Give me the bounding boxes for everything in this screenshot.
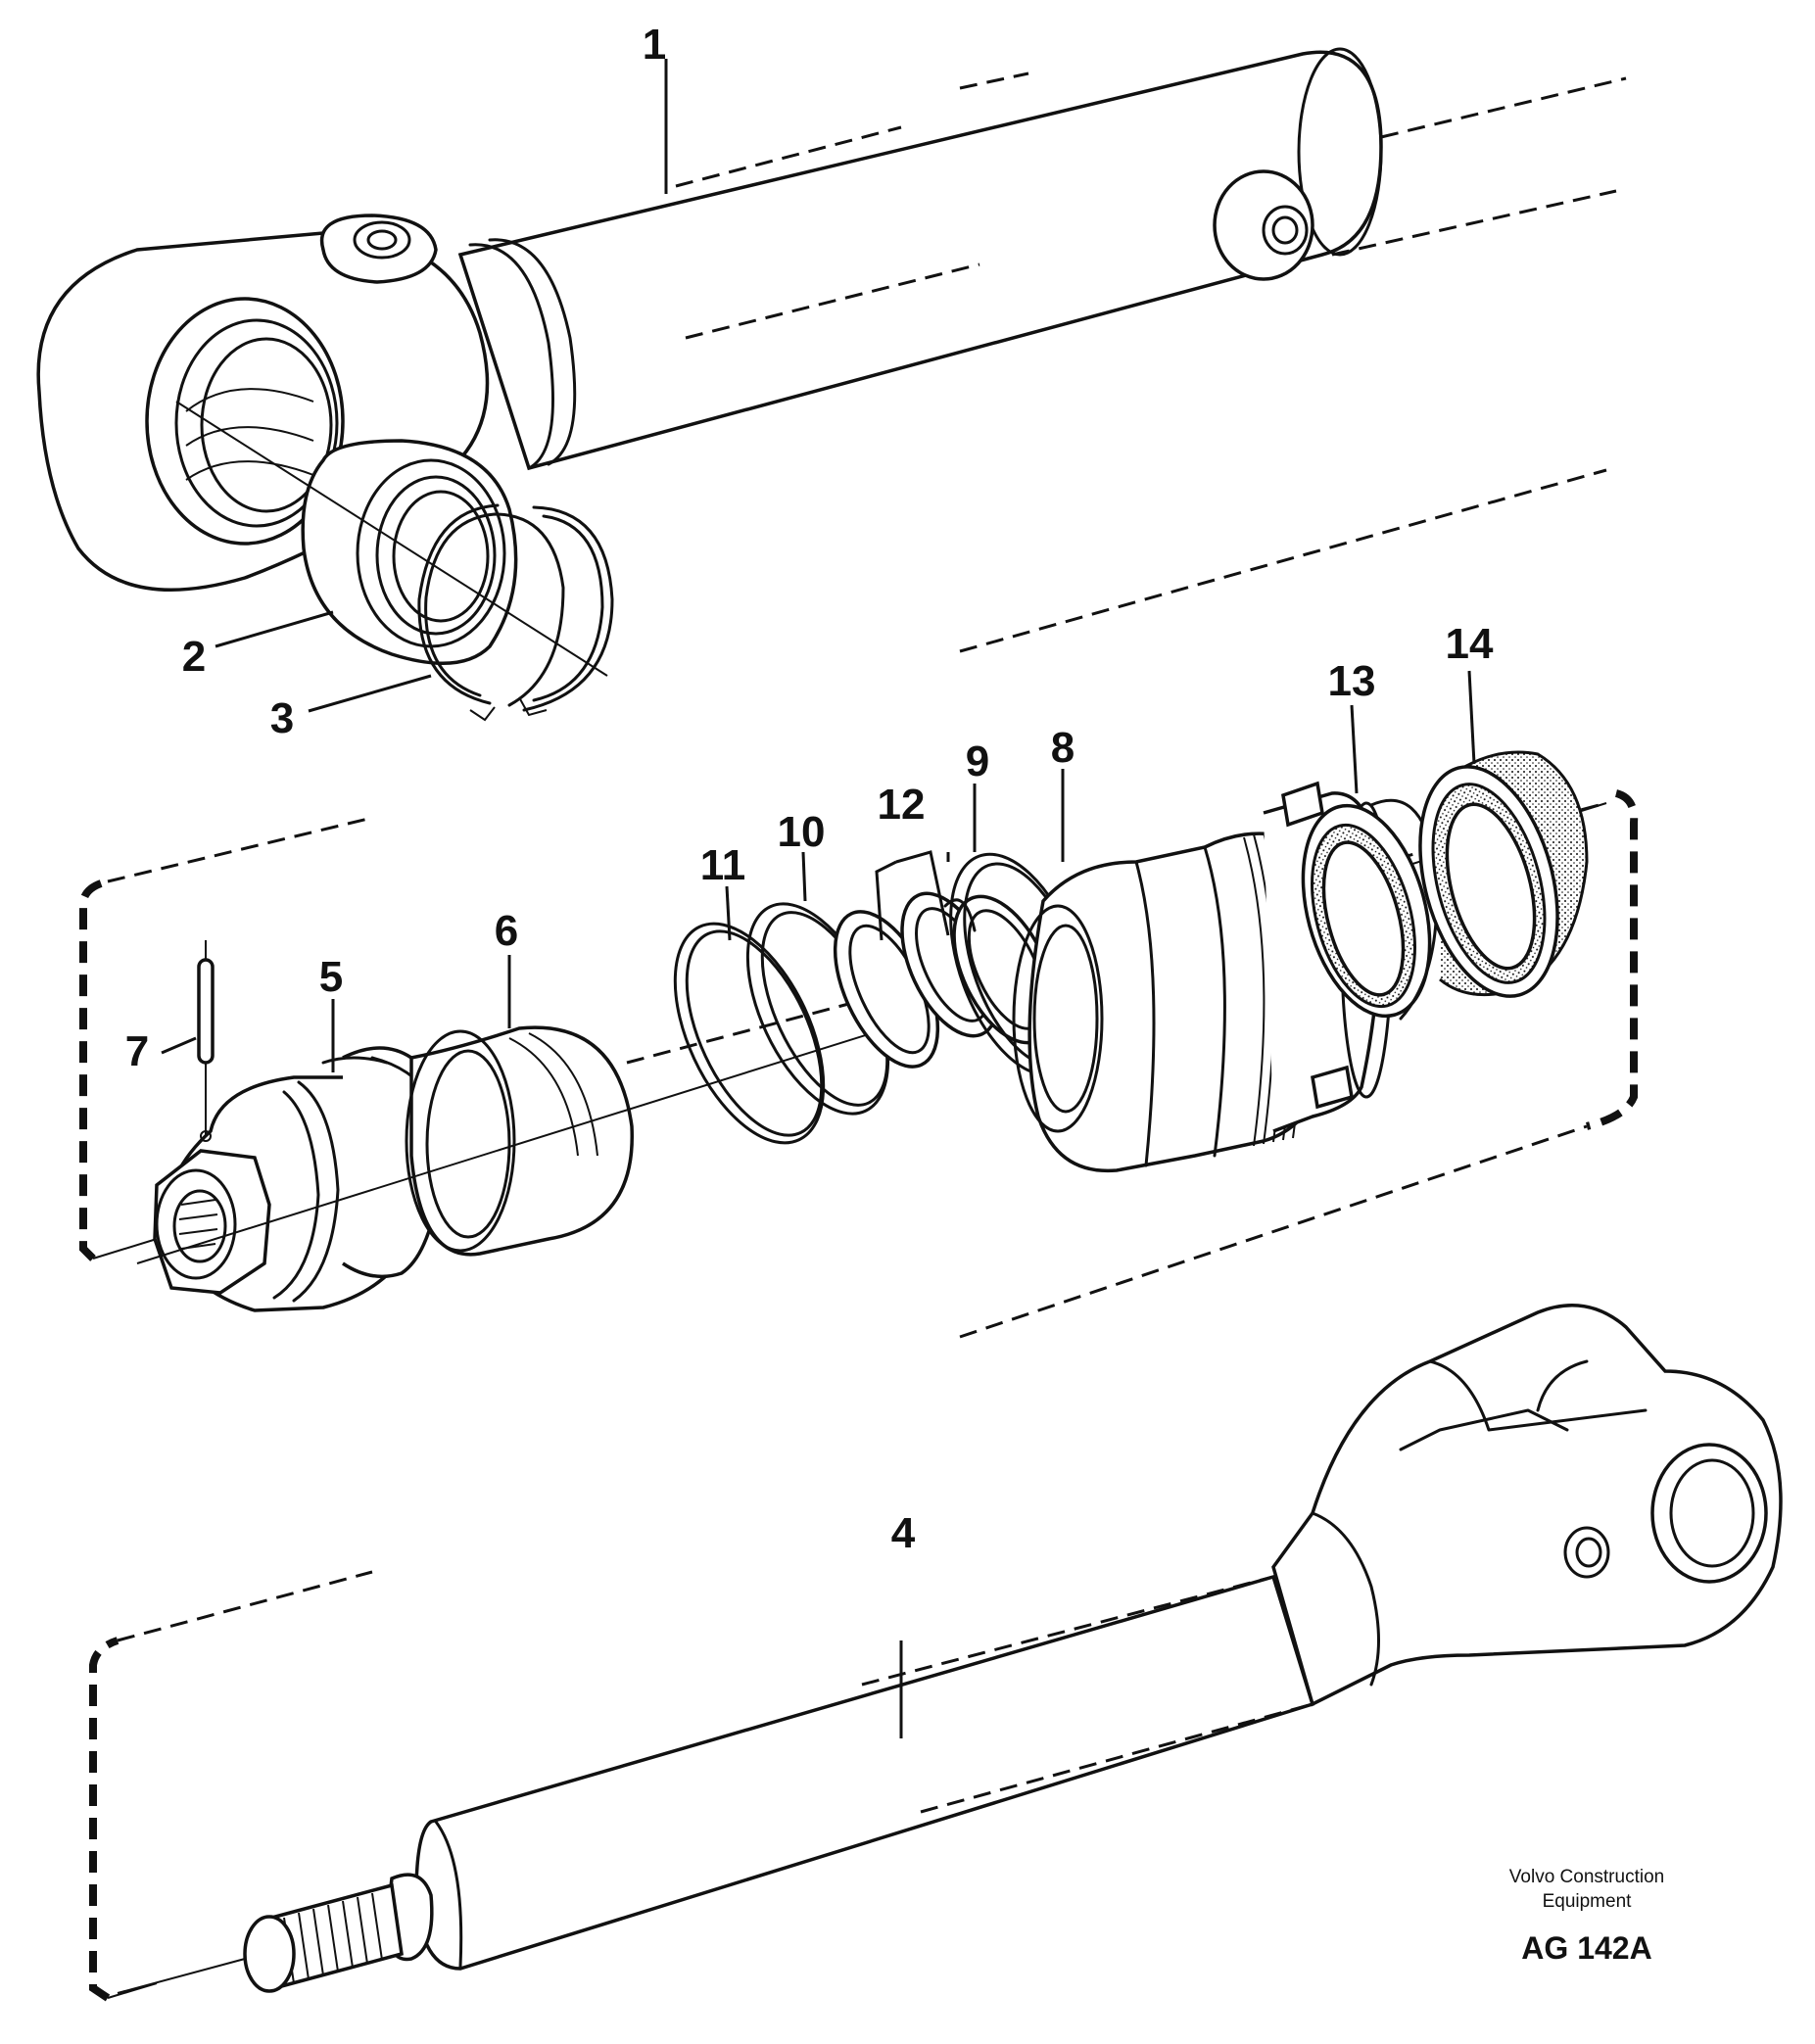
- guide-ring-part-6: [405, 1025, 634, 1257]
- callout-10: 10: [778, 808, 826, 856]
- locking-pin-part-7: [197, 940, 215, 1142]
- callout-11: 11: [700, 841, 746, 889]
- cylinder-tube-part-1: [36, 47, 1627, 653]
- callout-9: 9: [966, 737, 989, 785]
- callout-2: 2: [182, 633, 206, 681]
- eye-axis-line: [175, 401, 608, 677]
- callout-leaders: [161, 610, 1476, 1738]
- callout-13: 13: [1328, 657, 1376, 705]
- piston-nut-part-5: [153, 1046, 445, 1312]
- brand-line-1: Volvo Construction: [1509, 1867, 1664, 1887]
- callout-4: 4: [891, 1509, 916, 1557]
- callout-3: 3: [270, 694, 294, 742]
- guide-bushing-part-14: [1418, 750, 1589, 998]
- brand-line-2: Equipment: [1543, 1891, 1633, 1912]
- callout-8: 8: [1051, 724, 1075, 772]
- callout-6: 6: [495, 907, 518, 955]
- retaining-rings-part-3: [417, 503, 614, 722]
- callout-7: 7: [125, 1027, 149, 1075]
- seal-ring-part-11: [673, 922, 826, 1145]
- spherical-bearing-part-2: [301, 439, 518, 666]
- piston-rod-part-4: [89, 1303, 1783, 2002]
- callout-5: 5: [319, 953, 343, 1001]
- seal-pack-part-12: [833, 891, 1056, 1069]
- rod-seal-part-13: [1301, 798, 1439, 1021]
- callout-14: 14: [1446, 620, 1494, 668]
- callout-1: 1: [643, 21, 666, 69]
- drawing-code: AG 142A: [1521, 1930, 1651, 1966]
- callout-12: 12: [878, 781, 926, 829]
